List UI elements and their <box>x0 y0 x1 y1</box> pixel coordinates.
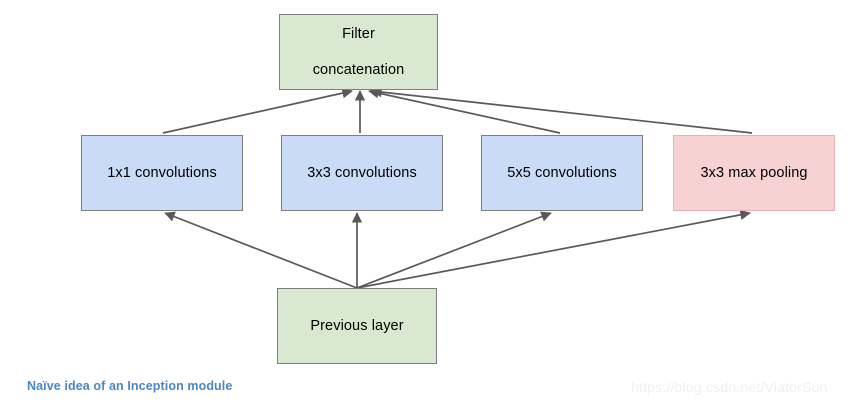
edge-prev-to-maxpool <box>356 209 751 289</box>
node-filter-concatenation-label-line2: concatenation <box>312 62 405 79</box>
edge-conv1x1-to-concat <box>162 87 353 134</box>
edge-prev-to-conv5x5 <box>356 211 552 289</box>
edge-maxpool-to-concat <box>371 86 753 134</box>
edge-prev-to-conv1x1 <box>164 211 358 289</box>
node-3x3-convolutions-label: 3x3 convolutions <box>307 164 417 181</box>
node-5x5-convolutions[interactable]: 5x5 convolutions <box>481 135 643 211</box>
node-previous-layer[interactable]: Previous layer <box>277 288 437 364</box>
node-filter-concatenation-label-line1: Filter <box>342 25 375 42</box>
node-5x5-convolutions-label: 5x5 convolutions <box>507 164 617 181</box>
edge-conv5x5-to-concat <box>368 87 561 134</box>
node-3x3-max-pooling-label: 3x3 max pooling <box>700 164 808 181</box>
node-3x3-max-pooling[interactable]: 3x3 max pooling <box>673 135 835 211</box>
node-3x3-convolutions[interactable]: 3x3 convolutions <box>281 135 443 211</box>
node-filter-concatenation[interactable]: Filter concatenation <box>279 14 438 90</box>
node-filter-concatenation-label: Filter concatenation <box>301 25 417 79</box>
node-1x1-convolutions[interactable]: 1x1 convolutions <box>81 135 243 211</box>
diagram-caption: Naïve idea of an Inception module <box>27 379 233 393</box>
node-1x1-convolutions-label: 1x1 convolutions <box>107 164 217 181</box>
node-previous-layer-label: Previous layer <box>310 317 404 334</box>
watermark-text: https://blog.csdn.net/ViatorSun <box>631 379 828 395</box>
